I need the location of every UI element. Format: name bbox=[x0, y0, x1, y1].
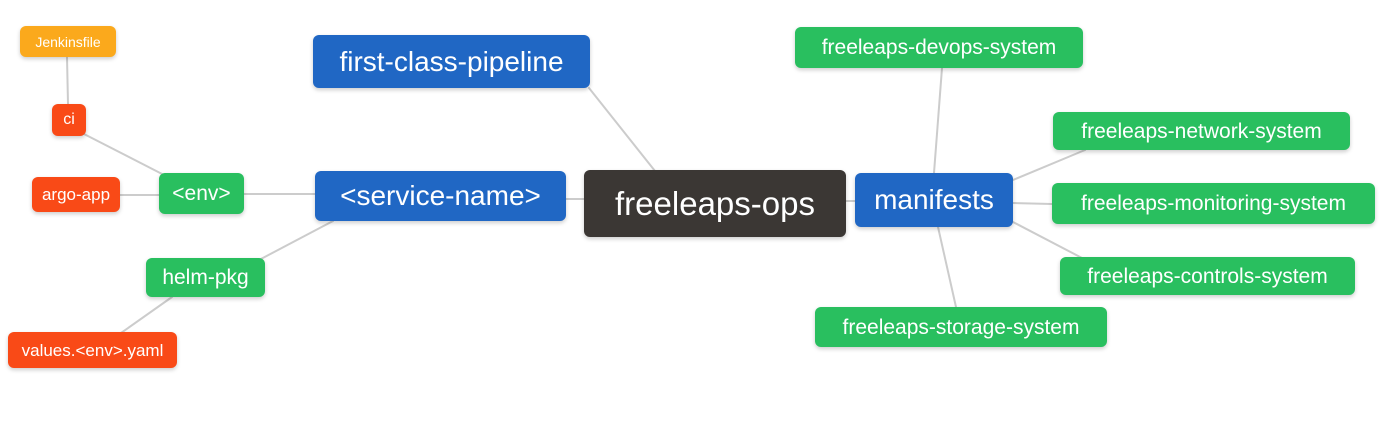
mindmap-node-network[interactable]: freeleaps-network-system bbox=[1053, 112, 1350, 150]
edge-manifests-storage bbox=[937, 226, 957, 308]
mindmap-node-monitoring[interactable]: freeleaps-monitoring-system bbox=[1052, 183, 1375, 224]
node-label: freeleaps-storage-system bbox=[842, 315, 1080, 339]
mindmap-node-manifests[interactable]: manifests bbox=[855, 173, 1013, 227]
mindmap-node-storage[interactable]: freeleaps-storage-system bbox=[815, 307, 1107, 347]
mindmap-node-env[interactable]: <env> bbox=[159, 173, 244, 214]
edge-helm-pkg-values bbox=[120, 296, 173, 334]
mindmap-node-helm-pkg[interactable]: helm-pkg bbox=[146, 258, 265, 297]
edge-env-ci bbox=[83, 133, 167, 177]
mindmap-node-ci[interactable]: ci bbox=[52, 104, 86, 136]
edge-manifests-network bbox=[1012, 149, 1086, 181]
mindmap-node-service[interactable]: <service-name> bbox=[315, 171, 566, 221]
node-label: freeleaps-devops-system bbox=[821, 36, 1057, 59]
edge-ci-jenkinsfile bbox=[66, 56, 69, 105]
node-label: <env> bbox=[172, 182, 231, 205]
mindmap-node-jenkinsfile[interactable]: Jenkinsfile bbox=[20, 26, 116, 57]
node-label: manifests bbox=[874, 184, 994, 215]
node-label: freeleaps-ops bbox=[615, 185, 815, 222]
edge-ops-pipeline bbox=[588, 87, 656, 172]
node-label: freeleaps-monitoring-system bbox=[1081, 192, 1346, 215]
edge-manifests-controls bbox=[1012, 221, 1083, 259]
node-label: first-class-pipeline bbox=[339, 45, 564, 77]
mindmap-node-pipeline[interactable]: first-class-pipeline bbox=[313, 35, 590, 88]
mindmap-node-devops[interactable]: freeleaps-devops-system bbox=[795, 27, 1083, 68]
node-label: freeleaps-network-system bbox=[1081, 119, 1322, 143]
mindmap-node-values[interactable]: values.<env>.yaml bbox=[8, 332, 177, 368]
node-label: helm-pkg bbox=[162, 266, 249, 289]
mindmap-node-controls[interactable]: freeleaps-controls-system bbox=[1060, 257, 1355, 295]
node-label: argo-app bbox=[41, 185, 111, 204]
node-label: values.<env>.yaml bbox=[21, 340, 164, 360]
mindmap-node-argo-app[interactable]: argo-app bbox=[32, 177, 120, 212]
node-label: Jenkinsfile bbox=[35, 33, 101, 50]
node-label: <service-name> bbox=[340, 180, 541, 211]
node-label: ci bbox=[63, 111, 75, 128]
edge-manifests-devops bbox=[933, 67, 943, 174]
mindmap-node-ops[interactable]: freeleaps-ops bbox=[584, 170, 846, 237]
edge-service-helm-pkg bbox=[258, 220, 334, 261]
edge-manifests-monitoring bbox=[1012, 202, 1053, 205]
node-label: freeleaps-controls-system bbox=[1087, 264, 1328, 288]
